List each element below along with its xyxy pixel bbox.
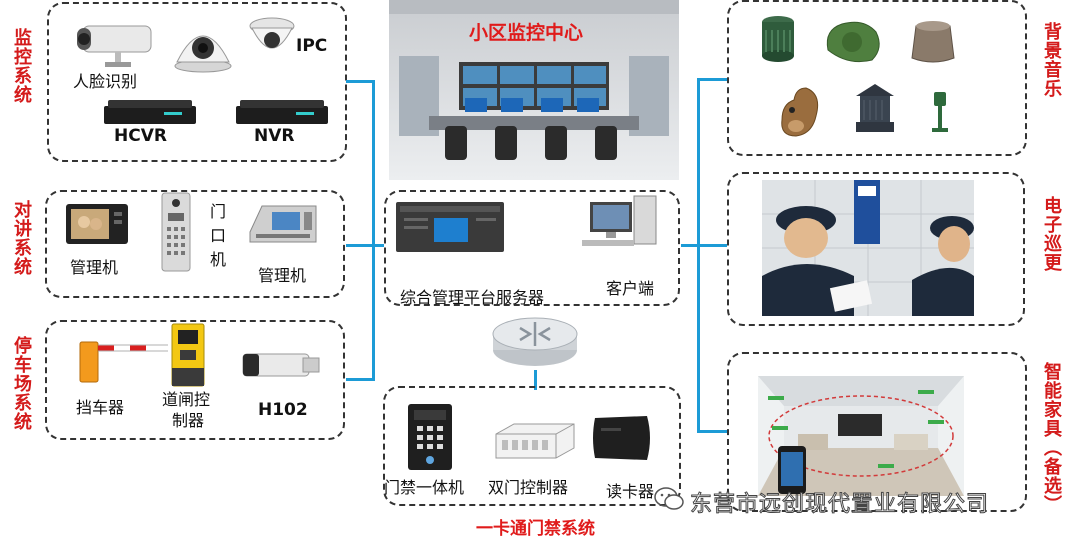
background-music-title: 背景音乐 [1041,22,1062,98]
wechat-icon [654,487,684,510]
parking-system-title: 停车场系统 [11,336,32,431]
rock-speaker-icon [826,21,880,63]
patrol-guards-photo [762,180,974,316]
intercom-manager-label-1: 管理机 [70,258,119,277]
electronic-patrol-group [727,172,1025,326]
face-recognition-label: 人脸识别 [73,72,138,91]
barrier-gate-icon [79,341,168,383]
intercom-manager-label-2: 管理机 [258,266,307,285]
wire-monitoring [346,80,374,83]
wire-left-trunk [372,80,375,381]
background-music-group [727,0,1027,156]
wire-music [697,78,727,81]
smart-home-group [727,352,1027,512]
hcvr-recorder-icon [104,100,196,124]
door-station-icon [161,192,191,272]
garden-speaker-icon [762,16,794,62]
gate-controller-label-line1: 道闸控 [162,390,211,409]
platform-server-label: 综合管理平台服务器 [400,288,545,307]
access-terminal-label: 门禁一体机 [384,478,465,497]
platform-server-icon [396,202,504,252]
gate-controller-label-line2: 制器 [172,411,205,430]
access-terminal-icon [408,404,452,470]
dual-door-controller-label: 双门控制器 [488,478,569,497]
wire-left-to-server [372,244,384,247]
access-control-group [383,386,681,506]
wire-right-trunk [697,78,700,432]
intercom-system-title: 对讲系统 [11,200,32,276]
door-station-label: 门口机 [210,202,227,269]
wire-switch-access [534,370,537,390]
h102-camera-label: H102 [258,400,308,420]
electronic-patrol-title: 电子巡更 [1041,196,1062,272]
ipc-label: IPC [296,36,328,56]
post-speaker-icon [932,92,948,132]
lawn-speaker-icon [856,84,894,132]
smart-home-title: 智能家具（备选） [1041,362,1062,514]
barrier-label: 挡车器 [76,398,125,417]
face-recognition-camera-icon [77,25,152,67]
card-reader-icon [593,416,650,460]
card-reader-label: 读卡器 [606,482,655,501]
hcvr-label: HCVR [114,126,167,146]
wire-server-right [681,244,699,247]
bullet-camera-icon [242,353,320,377]
dual-door-controller-icon [495,423,575,459]
network-switch-icon [492,317,578,366]
management-console-icon [249,205,317,243]
intercom-system-group [45,190,345,298]
gate-controller-icon [171,323,205,387]
monitoring-system-title: 监控系统 [11,28,32,104]
wire-parking [346,378,374,381]
smart-home-photo [758,376,964,496]
squirrel-speaker-icon [781,87,819,137]
access-control-title: 一卡通门禁系统 [476,519,595,539]
dome-camera-icon [174,35,232,73]
nvr-recorder-icon [236,100,328,124]
client-workstation-icon [582,195,657,246]
parking-system-group [45,320,345,440]
wire-smart-home [697,430,727,433]
client-label: 客户端 [606,279,655,298]
nvr-label: NVR [254,126,295,146]
monitoring-center-title: 小区监控中心 [469,22,584,44]
ipc-camera-icon [249,17,295,49]
wire-patrol [697,244,727,247]
indoor-monitor-icon [66,204,128,244]
monitoring-center-photo [389,0,679,180]
stump-speaker-icon [911,21,955,63]
management-platform-group [384,190,680,306]
watermark-text: 东营市远创现代置业有限公司 [689,492,990,518]
wire-intercom [346,244,374,247]
